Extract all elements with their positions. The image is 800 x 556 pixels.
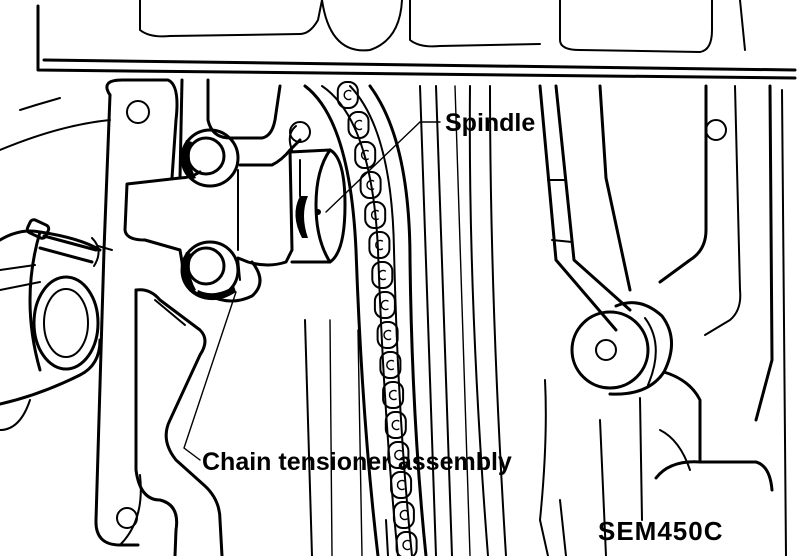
chain-link-roller — [361, 149, 369, 161]
chain-link-roller — [394, 449, 403, 461]
chain-link — [359, 171, 382, 199]
chain-tensioner-body — [123, 78, 347, 303]
chain-link-roller — [383, 329, 392, 341]
chain-link — [390, 471, 413, 499]
chain-edge-inner-right — [349, 85, 413, 556]
figure-code: SEM450C — [598, 516, 724, 546]
chain-link-roller — [396, 479, 405, 491]
chain-link — [376, 321, 399, 349]
chain-link-roller — [391, 419, 400, 431]
chain-link-roller — [354, 119, 363, 131]
chain-guide — [538, 84, 632, 556]
chain-link-roller — [388, 389, 397, 401]
left-bracket — [94, 78, 224, 556]
tensioner-leader-line — [183, 291, 237, 461]
chain-link-roller — [366, 179, 375, 191]
chain-link — [364, 201, 387, 229]
chain-link — [384, 411, 407, 439]
chain-link — [392, 501, 415, 529]
chain-link-roller — [399, 509, 408, 521]
spindle-leader-line — [325, 121, 441, 213]
chain-link — [336, 81, 359, 109]
head-flange — [36, 0, 797, 80]
left-round-part — [0, 97, 111, 431]
chain-link-roller — [375, 239, 384, 251]
timing-chain — [303, 81, 428, 556]
guide-pivot — [570, 301, 673, 396]
chain-link — [354, 141, 377, 169]
chain-tensioner-label: Chain tensioner assembly — [202, 448, 512, 476]
tensioner-bolt-lower — [180, 240, 240, 301]
chain-link — [368, 231, 391, 259]
chain-link — [379, 351, 402, 379]
tensioner-bolt-upper — [180, 128, 240, 188]
chain-edge-right — [368, 84, 428, 556]
chain-link-roller — [371, 209, 379, 221]
callout-leaders — [183, 121, 441, 461]
chain-edge-left — [303, 84, 380, 556]
chain-link-roller — [378, 269, 386, 281]
chain-link-roller — [402, 539, 411, 551]
chain-link-roller — [343, 89, 352, 101]
right-housing — [598, 84, 787, 556]
chain-link — [382, 381, 405, 409]
pin-bolt — [25, 218, 113, 267]
chain-link-roller — [380, 299, 389, 311]
chain-link — [373, 291, 396, 319]
chain-link — [387, 441, 410, 469]
chain-link — [347, 111, 370, 139]
spindle-label: Spindle — [445, 109, 535, 137]
chain-link — [395, 531, 418, 556]
chain-link-roller — [386, 359, 395, 371]
block-lines — [304, 85, 507, 556]
chain-link — [371, 261, 394, 289]
